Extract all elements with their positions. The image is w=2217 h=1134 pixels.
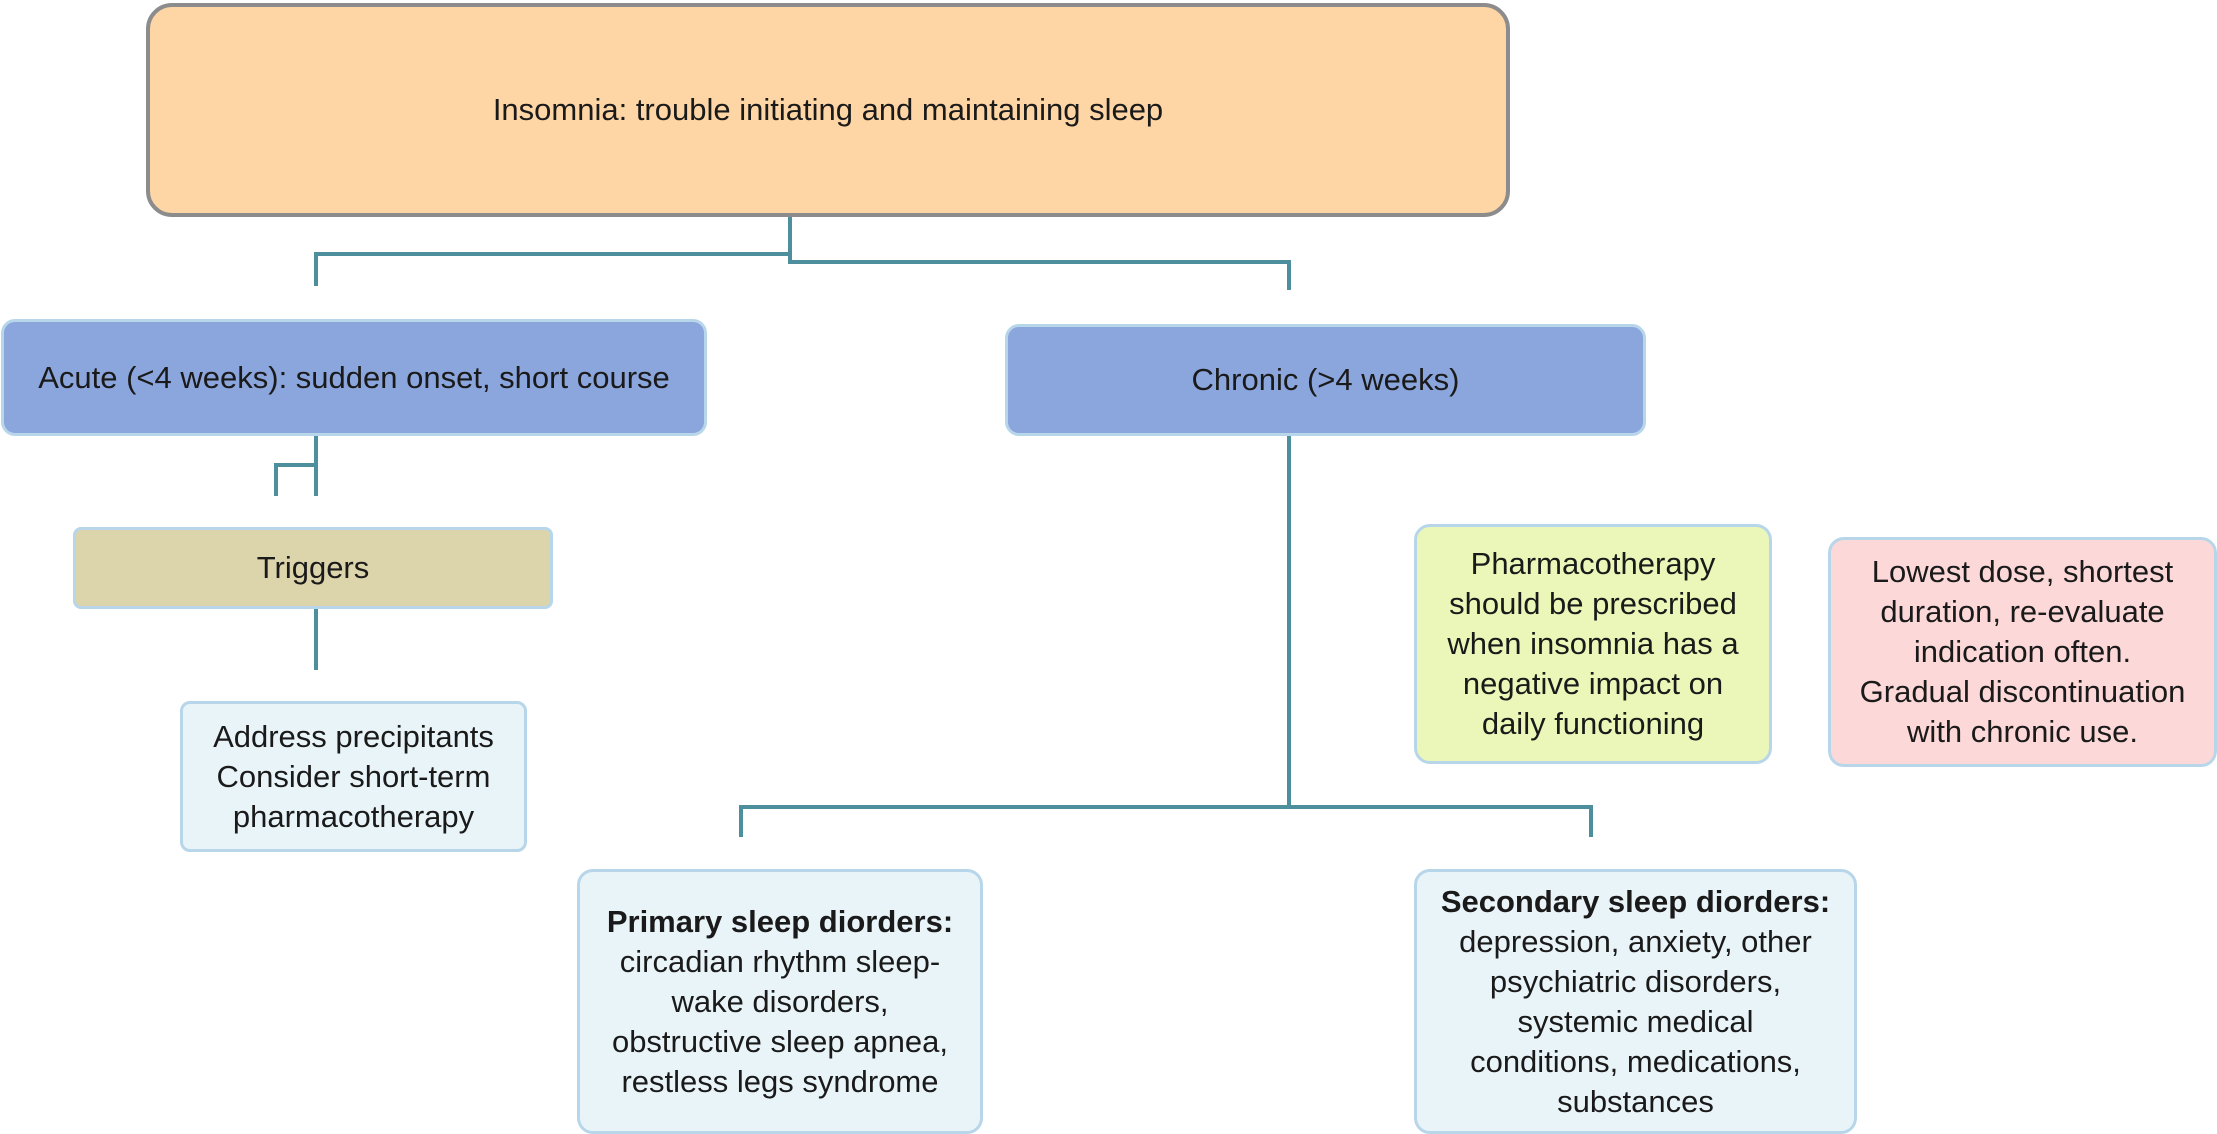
lowest-dose-line: Gradual discontinuation xyxy=(1859,674,2186,709)
pharmacotherapy-box: Pharmacotherapy should be prescribed whe… xyxy=(1414,524,1772,764)
pharmacotherapy-line: when insomnia has a xyxy=(1447,626,1739,661)
lowest-dose-line: Lowest dose, shortest xyxy=(1871,554,2174,589)
acute-insomnia-box: Acute (<4 weeks): sudden onset, short co… xyxy=(1,319,707,436)
primary-sleep-disorders-line: restless legs syndrome xyxy=(621,1063,939,1099)
pharmacotherapy-line: negative impact on xyxy=(1462,666,1724,701)
address-line: Address precipitants xyxy=(213,718,494,754)
address-line: pharmacotherapy xyxy=(232,798,475,834)
lowest-dose-line: indication often. xyxy=(1913,634,2132,669)
triggers-text: Triggers xyxy=(256,550,370,585)
triggers-box: Triggers xyxy=(73,527,553,609)
chronic-insomnia-text: Chronic (>4 weeks) xyxy=(1191,362,1460,397)
secondary-sleep-disorders-line: depression, anxiety, other xyxy=(1459,923,1812,959)
secondary-sleep-disorders-box: Secondary sleep diorders: depression, an… xyxy=(1414,869,1857,1134)
primary-sleep-disorders-heading: Primary sleep diorders: xyxy=(606,903,954,939)
connector-acute-triggers-hook xyxy=(274,463,316,496)
secondary-sleep-disorders-heading: Secondary sleep diorders: xyxy=(1440,883,1831,919)
primary-sleep-disorders-line: obstructive sleep apnea, xyxy=(611,1023,949,1059)
pharmacotherapy-line: daily functioning xyxy=(1481,706,1705,741)
address-line: Consider short-term xyxy=(216,758,491,794)
lowest-dose-line: with chronic use. xyxy=(1907,714,2138,749)
primary-sleep-disorders-line: wake disorders, xyxy=(671,983,889,1019)
chronic-insomnia-box: Chronic (>4 weeks) xyxy=(1005,324,1646,436)
primary-sleep-disorders-box: Primary sleep diorders: circadian rhythm… xyxy=(577,869,983,1134)
connector-root-split xyxy=(314,252,1291,290)
connector-chronic-split xyxy=(739,805,1593,837)
primary-sleep-disorders-line: circadian rhythm sleep- xyxy=(619,943,941,979)
secondary-sleep-disorders-line: systemic medical xyxy=(1517,1003,1754,1039)
lowest-dose-line: duration, re-evaluate xyxy=(1880,594,2165,629)
acute-insomnia-text: Acute (<4 weeks): sudden onset, short co… xyxy=(38,359,670,395)
lowest-dose-box: Lowest dose, shortest duration, re-evalu… xyxy=(1828,537,2217,767)
secondary-sleep-disorders-line: conditions, medications, xyxy=(1470,1043,1801,1079)
insomnia-definition-text: Insomnia: trouble initiating and maintai… xyxy=(492,92,1164,127)
insomnia-definition-box: Insomnia: trouble initiating and maintai… xyxy=(146,3,1510,217)
address-precipitants-box: Address precipitants Consider short-term… xyxy=(180,701,527,852)
secondary-sleep-disorders-line: substances xyxy=(1557,1083,1714,1119)
secondary-sleep-disorders-line: psychiatric disorders, xyxy=(1489,963,1782,999)
pharmacotherapy-line: Pharmacotherapy xyxy=(1470,546,1716,581)
pharmacotherapy-line: should be prescribed xyxy=(1449,586,1737,621)
